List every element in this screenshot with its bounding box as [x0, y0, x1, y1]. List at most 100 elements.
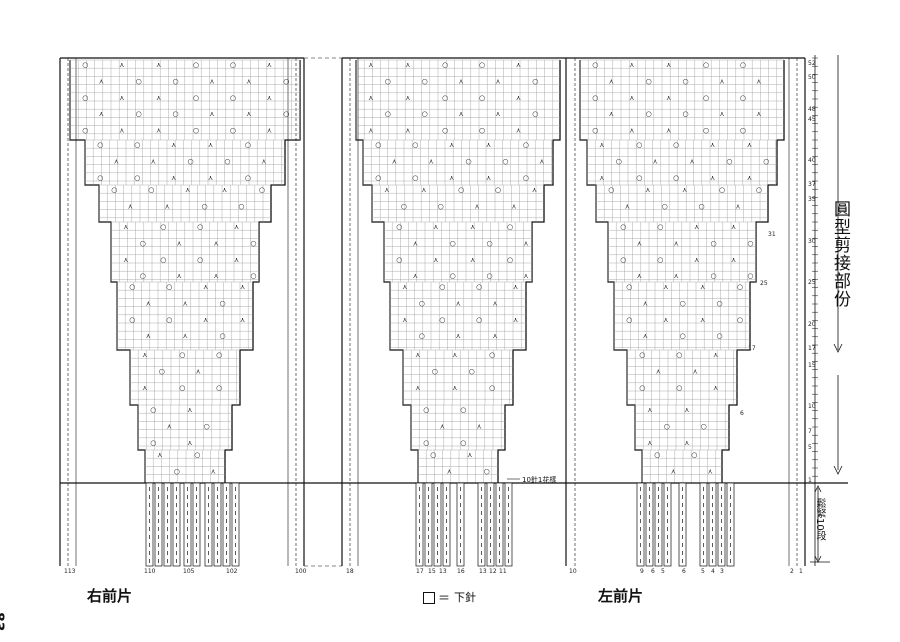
decrease-symbol: ○	[419, 332, 425, 340]
yarn-over-symbol: ⋏	[146, 299, 151, 307]
side-number: 25	[760, 280, 768, 287]
panel-outline	[497, 60, 561, 483]
yarn-over-symbol: ○	[204, 422, 210, 430]
yarn-over-symbol: ⋏	[171, 174, 176, 182]
yarn-over-symbol: ○	[703, 94, 709, 102]
yarn-over-symbol: ○	[507, 256, 513, 264]
decrease-symbol: ⋏	[156, 61, 161, 69]
arrow-head	[833, 343, 843, 353]
yarn-over-symbol: ⋏	[747, 174, 752, 182]
bottom-number: 10	[569, 568, 577, 575]
yarn-over-symbol: ○	[136, 110, 142, 118]
decrease-symbol: ○	[466, 157, 472, 165]
yarn-over-symbol: ⋏	[415, 384, 420, 392]
yarn-over-symbol: ⋏	[123, 256, 128, 264]
yarn-over-symbol: ○	[224, 157, 230, 165]
yarn-over-symbol: ○	[245, 141, 251, 149]
decrease-symbol: ⋏	[142, 384, 147, 392]
yarn-over-symbol: ○	[487, 239, 493, 247]
decrease-symbol: ⋏	[234, 256, 239, 264]
decrease-symbol: ⋏	[477, 422, 482, 430]
yarn-over-symbol: ○	[711, 272, 717, 280]
yarn-over-symbol: ○	[197, 223, 203, 231]
decrease-symbol: ○	[150, 406, 156, 414]
yarn-over-symbol: ○	[432, 367, 438, 375]
yarn-over-symbol: ○	[532, 77, 538, 85]
decrease-symbol: ⋏	[209, 77, 214, 85]
yarn-over-symbol: ○	[179, 351, 185, 359]
yarn-over-symbol: ○	[532, 110, 538, 118]
decrease-symbol: ○	[148, 186, 154, 194]
yarn-over-symbol: ○	[479, 94, 485, 102]
decrease-symbol: ⋏	[261, 157, 266, 165]
yarn-over-symbol: ○	[484, 467, 490, 475]
decrease-symbol: ⋏	[700, 316, 705, 324]
decrease-symbol: ○	[419, 299, 425, 307]
decrease-symbol: ⋏	[671, 467, 676, 475]
decrease-symbol: ⋏	[666, 61, 671, 69]
yarn-over-symbol: ○	[179, 384, 185, 392]
decrease-symbol: ⋏	[240, 316, 245, 324]
yarn-over-symbol: ○	[423, 439, 429, 447]
side-number: 17	[748, 345, 756, 352]
decrease-symbol: ⋏	[208, 141, 213, 149]
rib-column	[424, 482, 433, 567]
yarn-over-symbol: ⋏	[459, 77, 464, 85]
yarn-over-symbol: ○	[129, 316, 135, 324]
yarn-over-symbol: ⋏	[203, 283, 208, 291]
decrease-symbol: ○	[442, 127, 448, 135]
decrease-symbol: ⋏	[694, 256, 699, 264]
left-front-panel: ○⋏⋏○○⋏○○⋏⋏○⋏⋏○○⋏○○⋏⋏○⋏⋏○○⋏○○⋏⋏○⋏⋏○○⋏○○⋏⋏…	[579, 59, 785, 483]
panel-outline	[721, 60, 785, 483]
yarn-over-symbol: ⋏	[267, 94, 272, 102]
decrease-symbol: ⋏	[495, 77, 500, 85]
yarn-over-symbol: ○	[193, 61, 199, 69]
yarn-over-symbol: ○	[220, 332, 226, 340]
yarn-over-symbol: ○	[422, 110, 428, 118]
rib-column	[442, 482, 451, 567]
rib-column	[154, 482, 163, 567]
decrease-symbol: ⋏	[637, 239, 642, 247]
decrease-symbol: ⋏	[470, 223, 475, 231]
yarn-over-symbol: ○	[193, 94, 199, 102]
yarn-over-symbol: ⋏	[599, 174, 604, 182]
row-number: 15	[808, 362, 816, 369]
yarn-over-symbol: ⋏	[119, 127, 124, 135]
rib-column	[504, 482, 513, 567]
rib-column	[222, 482, 231, 567]
decrease-symbol: ⋏	[402, 316, 407, 324]
yarn-over-symbol: ⋏	[756, 77, 761, 85]
yarn-over-symbol: ⋏	[713, 351, 718, 359]
decrease-symbol: ○	[166, 316, 172, 324]
yarn-over-symbol: ⋏	[214, 272, 219, 280]
rib-column	[654, 482, 663, 567]
yarn-over-symbol: ○	[683, 110, 689, 118]
decrease-symbol: ○	[620, 223, 626, 231]
decrease-symbol: ⋏	[156, 94, 161, 102]
row-number: 37	[808, 181, 816, 188]
yarn-over-symbol: ○	[639, 351, 645, 359]
yarn-over-symbol: ○	[646, 77, 652, 85]
decrease-symbol: ⋏	[183, 332, 188, 340]
yarn-over-symbol: ○	[174, 467, 180, 475]
yarn-over-symbol: ○	[691, 451, 697, 459]
yarn-over-symbol: ○	[639, 384, 645, 392]
yarn-over-symbol: ○	[197, 256, 203, 264]
decrease-symbol: ○	[608, 186, 614, 194]
yarn-over-symbol: ⋏	[467, 451, 472, 459]
yarn-over-symbol: ⋏	[421, 186, 426, 194]
decrease-symbol: ○	[134, 174, 140, 182]
yarn-over-symbol: ○	[97, 141, 103, 149]
yarn-over-symbol: ○	[422, 77, 428, 85]
yarn-over-symbol: ○	[375, 141, 381, 149]
decrease-symbol: ○	[283, 77, 289, 85]
decrease-symbol: ○	[458, 186, 464, 194]
yarn-over-symbol: ○	[646, 110, 652, 118]
decrease-symbol: ○	[194, 451, 200, 459]
middle-panel: ⋏⋏○○⋏○○⋏⋏○⋏⋏○○⋏○○⋏⋏○⋏⋏○○⋏○○⋏⋏○⋏⋏○○⋏○○⋏⋏○…	[355, 59, 561, 483]
decrease-symbol: ⋏	[735, 202, 740, 210]
bottom-number: 13	[439, 568, 447, 575]
bottom-number: 6	[682, 568, 686, 575]
yarn-over-symbol: ⋏	[674, 272, 679, 280]
decrease-symbol: ○	[460, 406, 466, 414]
